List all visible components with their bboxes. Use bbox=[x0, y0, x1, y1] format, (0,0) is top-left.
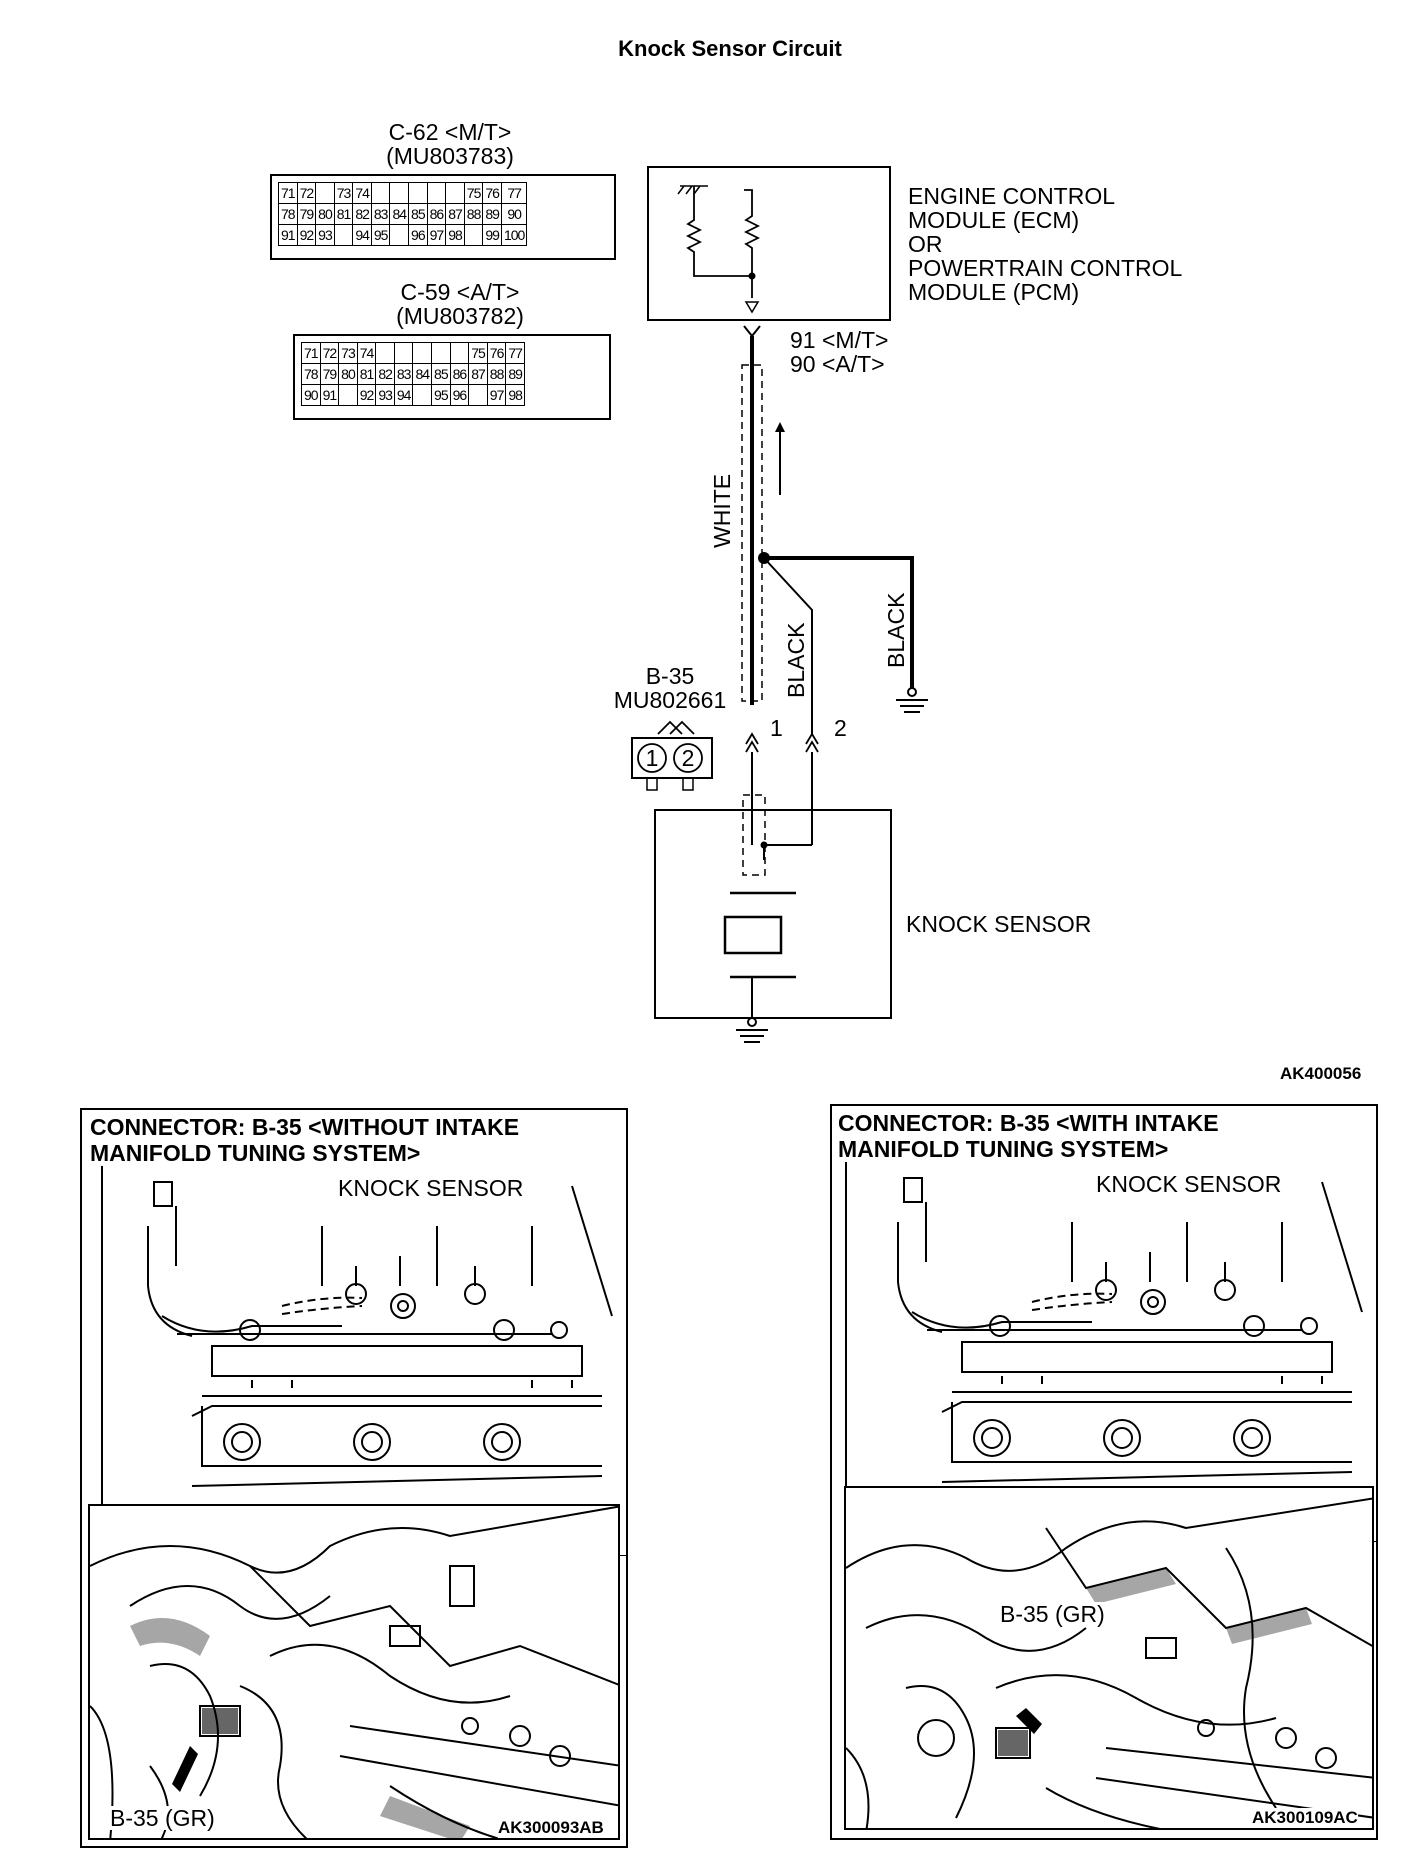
panel-left-title-1: CONNECTOR: B-35 <WITHOUT INTAKE bbox=[90, 1114, 520, 1140]
connector-panel-left: CONNECTOR: B-35 <WITHOUT INTAKE MANIFOLD… bbox=[80, 1108, 628, 1848]
panel-left-code: AK300093AB bbox=[498, 1818, 604, 1838]
connector-pin-cell: 89 bbox=[505, 363, 525, 385]
connector-pin-cell: 100 bbox=[500, 224, 528, 246]
page-title: Knock Sensor Circuit bbox=[618, 36, 842, 61]
connector-pin-cell: 98 bbox=[505, 384, 525, 406]
panel-left-connector-label: B-35 (GR) bbox=[110, 1805, 215, 1831]
panel-left-title-2: MANIFOLD TUNING SYSTEM> bbox=[90, 1140, 421, 1166]
terminal-at-label: 90 <A/T> bbox=[790, 351, 885, 377]
b35-pin-2: 2 bbox=[681, 745, 695, 771]
connector-pin-cell: 77 bbox=[500, 182, 528, 204]
connector-pin-cell: 93 bbox=[375, 384, 395, 406]
b35-wire-chevron-2-icon bbox=[805, 732, 819, 753]
connector-c62-name: C-62 <M/T> bbox=[388, 119, 512, 145]
sensor-shield-outline bbox=[742, 794, 766, 876]
connector-pin-cell: 89 bbox=[482, 203, 502, 225]
ecm-junction-dot bbox=[748, 272, 756, 280]
panel-right-title-2: MANIFOLD TUNING SYSTEM> bbox=[838, 1136, 1169, 1162]
connector-pin-cell: 81 bbox=[333, 203, 354, 225]
panel-left-knock-label: KNOCK SENSOR bbox=[338, 1175, 524, 1201]
b35-part: MU802661 bbox=[613, 687, 727, 713]
ecm-label-line4: POWERTRAIN CONTROL bbox=[908, 255, 1183, 281]
wire-color-black-1: BLACK bbox=[783, 622, 809, 698]
engine-photo-left: B-35 (GR) AK300093AB bbox=[88, 1504, 620, 1840]
ecm-resistor-right-icon bbox=[743, 189, 761, 298]
ecm-label-line2: MODULE (ECM) bbox=[908, 207, 1080, 233]
connector-c59-part: (MU803782) bbox=[396, 303, 524, 329]
b35-name: B-35 bbox=[645, 663, 695, 689]
ground-symbol-icon bbox=[896, 687, 928, 713]
b35-pin-1: 1 bbox=[645, 745, 659, 771]
connector-c59-name: C-59 <A/T> bbox=[400, 279, 520, 305]
ecm-terminal-arrow-icon bbox=[744, 301, 760, 314]
ecm-ground-hatch-icon bbox=[677, 185, 708, 195]
panel-right-connector-label: B-35 (GR) bbox=[1000, 1601, 1105, 1627]
connector-c62-part: (MU803783) bbox=[386, 143, 514, 169]
b35-connector-icon bbox=[631, 720, 713, 791]
black-wire-ground bbox=[764, 556, 914, 688]
connector-pin-cell: 73 bbox=[338, 342, 358, 364]
connector-pin-cell: 90 bbox=[500, 203, 528, 225]
ecm-label-line1: ENGINE CONTROL bbox=[908, 183, 1116, 209]
photo-left-arrow-icon bbox=[172, 1746, 198, 1792]
connector-pin-cell: 73 bbox=[333, 182, 354, 204]
diagram-code: AK400056 bbox=[1280, 1064, 1362, 1083]
terminal-mt-label: 91 <M/T> bbox=[790, 327, 889, 353]
sensor-element bbox=[723, 915, 783, 955]
engine-photo-right: B-35 (GR) AK300109AC bbox=[844, 1486, 1374, 1830]
black-wire-pin2 bbox=[763, 557, 813, 735]
signal-arrow-head-icon bbox=[775, 422, 785, 432]
panel-right-code: AK300109AC bbox=[1252, 1808, 1358, 1828]
knock-sensor-box bbox=[654, 809, 892, 1019]
knock-sensor-label: KNOCK SENSOR bbox=[906, 911, 1092, 937]
ecm-box bbox=[647, 166, 891, 321]
ecm-connector-chevron-icon bbox=[743, 325, 761, 338]
panel-right-knock-label: KNOCK SENSOR bbox=[1096, 1171, 1282, 1197]
connector-panel-right: CONNECTOR: B-35 <WITH INTAKE MANIFOLD TU… bbox=[830, 1104, 1378, 1840]
connector-pin-cell: 91 bbox=[278, 224, 298, 246]
sensor-ground-icon bbox=[736, 1017, 768, 1043]
circuit-schematic bbox=[631, 166, 928, 1043]
ecm-resistor-left-icon bbox=[685, 186, 752, 277]
wire-shield-outline bbox=[741, 364, 763, 702]
ecm-label-line3: OR bbox=[908, 231, 943, 257]
panel-right-title-1: CONNECTOR: B-35 <WITH INTAKE bbox=[838, 1110, 1219, 1136]
wire-pin-1-label: 1 bbox=[770, 715, 783, 741]
connector-pin-cell: 85 bbox=[408, 203, 428, 225]
photo-right-arrow-icon bbox=[1016, 1708, 1042, 1734]
ecm-label-line5: MODULE (PCM) bbox=[908, 279, 1080, 305]
connector-pin-cell: 78 bbox=[301, 363, 321, 385]
connector-pin-cell: 82 bbox=[352, 203, 372, 225]
wire-pin-2-label: 2 bbox=[834, 715, 847, 741]
wire-color-black-2: BLACK bbox=[883, 592, 909, 668]
engine-line-drawing-left bbox=[101, 1166, 626, 1556]
connector-pin-cell: 79 bbox=[296, 203, 317, 225]
connector-pin-cell: 95 bbox=[370, 224, 391, 246]
connector-pin-cell: 87 bbox=[445, 203, 465, 225]
connector-pin-cell: 82 bbox=[375, 363, 395, 385]
connector-pin-cell: 97 bbox=[426, 224, 447, 246]
engine-line-drawing-right bbox=[845, 1162, 1376, 1542]
b35-wire-chevron-1-icon bbox=[745, 732, 759, 753]
connector-pin-cell: 87 bbox=[468, 363, 488, 385]
wire-color-white: WHITE bbox=[709, 473, 735, 548]
connector-pin-cell: 74 bbox=[352, 182, 372, 204]
connector-pin-cell: 78 bbox=[278, 203, 298, 225]
connector-pin-cell: 85 bbox=[431, 363, 451, 385]
connector-pin-cell: 91 bbox=[319, 384, 340, 406]
